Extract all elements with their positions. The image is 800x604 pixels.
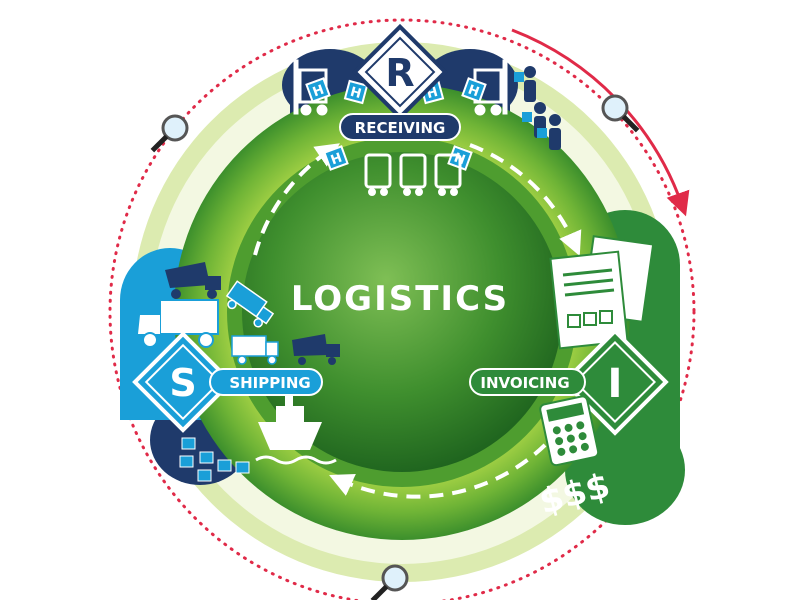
dump-truck-icon: [225, 280, 275, 328]
shipping-label: SHIPPING: [229, 374, 310, 392]
invoicing-label-pill: [469, 368, 586, 396]
calculator-icon: [539, 395, 600, 467]
container-icon: [181, 437, 196, 450]
calculator-key: [569, 445, 578, 454]
dump-truck-icon: [165, 262, 221, 299]
calculator-key: [576, 421, 585, 430]
calculator-key: [552, 426, 561, 435]
container-icon: [199, 451, 214, 464]
container-icon: [235, 461, 250, 474]
delivery-truck-icon: [138, 299, 219, 348]
shipping-label-pill: [209, 368, 323, 396]
calculator-key: [578, 432, 587, 441]
delivery-truck-icon: [231, 335, 279, 365]
magnifying-glass-icon: [601, 94, 640, 133]
invoicing-letter: I: [608, 361, 623, 407]
pallet-letter: H: [329, 150, 344, 168]
shipping-section: S SHIPPING: [132, 262, 340, 482]
dump-truck-icon: [292, 334, 340, 365]
warehouse-worker-icon: [514, 66, 561, 150]
receiving-label: RECEIVING: [355, 119, 446, 137]
invoicing-section: I INVOICING $$$: [469, 235, 669, 523]
flow-arrow-invoicing-to-shipping: [329, 443, 547, 499]
flow-arrow-shipping-to-receiving: [253, 143, 340, 256]
container-icon: [217, 459, 232, 472]
magnifying-glass-icon: [370, 564, 409, 603]
dotted-outer-circle: [108, 18, 696, 604]
receiving-letter: R: [385, 51, 414, 95]
flow-arrow-receiving-to-invoicing: [469, 143, 582, 257]
shipping-badge: [132, 331, 234, 433]
calculator-key: [557, 447, 566, 456]
receiving-badge: [351, 23, 449, 121]
calculator-key: [566, 434, 575, 443]
cargo-ship-icon: [255, 396, 337, 465]
container-icon: [197, 469, 212, 482]
container-icon: [179, 455, 194, 468]
pallet-box-icon: H: [461, 77, 487, 103]
receiving-label-pill: [339, 113, 461, 141]
invoicing-label: INVOICING: [480, 374, 569, 392]
calculator-key: [580, 442, 589, 451]
calculator-key: [564, 423, 573, 432]
shipping-letter: S: [169, 361, 196, 405]
pallet-box-icon: H: [323, 145, 349, 171]
invoice-document-icon: [549, 235, 655, 350]
pallet-box-icon: H: [305, 77, 331, 103]
pallet-letter: H: [348, 85, 362, 102]
pallet-letter: H: [311, 82, 326, 100]
calculator-key: [555, 437, 564, 446]
magnifying-glass-icon: [150, 114, 189, 153]
forklift-icon: [364, 153, 462, 189]
center-title: LOGISTICS: [291, 279, 509, 319]
pallet-letter: H: [466, 82, 481, 100]
pallet-box-icon: H: [343, 79, 369, 105]
